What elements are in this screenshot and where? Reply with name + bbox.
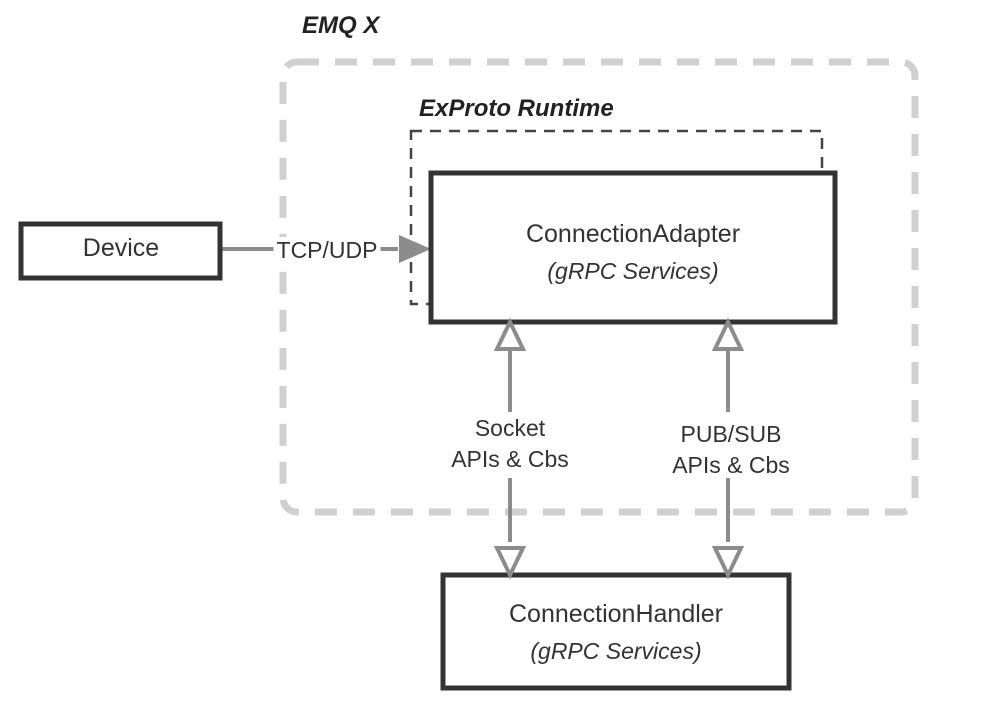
device-node-label: Device bbox=[82, 234, 160, 262]
connection-handler-title: ConnectionHandler bbox=[508, 600, 724, 628]
connection-handler-subtitle: (gRPC Services) bbox=[530, 638, 702, 664]
socket-channel-arrowhead-down bbox=[493, 546, 527, 580]
socket-channel-label-line2: APIs & Cbs bbox=[451, 446, 569, 472]
pubsub-channel-label-line2: APIs & Cbs bbox=[672, 452, 790, 478]
connection-handler-node-box bbox=[440, 572, 792, 691]
connection-adapter-title: ConnectionAdapter bbox=[525, 220, 741, 248]
device-to-adapter-label: TCP/UDP bbox=[273, 237, 381, 265]
connection-adapter-subtitle: (gRPC Services) bbox=[547, 258, 719, 284]
device-to-adapter-arrowhead bbox=[399, 235, 431, 263]
device-node-box bbox=[18, 221, 223, 281]
pubsub-channel-arrowhead-down bbox=[711, 546, 745, 580]
emqx-group-label: EMQ X bbox=[302, 12, 380, 39]
pubsub-channel-arrowhead-up bbox=[711, 317, 745, 351]
socket-channel-arrowhead-up bbox=[493, 317, 527, 351]
socket-channel-label-line1: Socket bbox=[474, 415, 546, 441]
emqx-boundary bbox=[279, 58, 919, 516]
connection-adapter-node-box bbox=[428, 170, 838, 325]
exproto-group-label: ExProto Runtime bbox=[419, 95, 614, 122]
pubsub-channel-label-line1: PUB/SUB bbox=[680, 421, 782, 447]
